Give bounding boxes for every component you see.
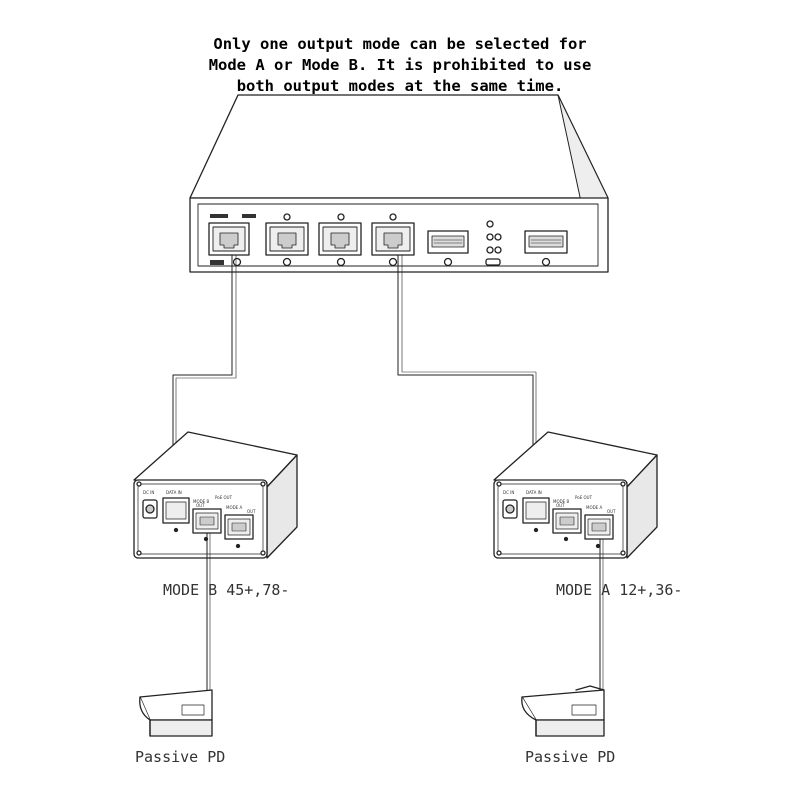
- led-icon: [336, 257, 346, 267]
- left-poe-splitter: DC IN DATA IN MODE B OUT PoE OUT MODE A …: [133, 431, 298, 559]
- network-switch: [189, 94, 609, 273]
- switch-ethernet-port-2: [265, 213, 309, 267]
- right-port-label-dc: DC IN: [503, 490, 514, 495]
- led-icon: [388, 257, 398, 267]
- switch-ethernet-port-4: [371, 213, 415, 267]
- right-port-label-poe: PoE OUT: [575, 495, 593, 500]
- right-port-label-out-a: OUT: [607, 509, 616, 514]
- led-icon: [389, 213, 397, 221]
- cable-switch-to-left-splitter: [172, 254, 233, 508]
- reset-button-icon: [485, 258, 501, 266]
- pd-cables: [206, 532, 604, 691]
- status-led-column: [485, 220, 502, 266]
- switch-top-face: [189, 94, 609, 199]
- right-port-label-mode-a: MODE A: [586, 505, 602, 510]
- left-mode-label: MODE B 45+,78-: [163, 581, 290, 599]
- switch-sfp-port-2: [524, 230, 568, 267]
- left-pd-label: Passive PD: [135, 748, 226, 766]
- right-passive-pd-camera: [521, 685, 605, 737]
- indicator-label-left: [210, 214, 228, 218]
- left-port-label-mode-a: MODE A: [226, 505, 242, 510]
- instruction-line-2: Mode A or Mode B. It is prohibited to us…: [208, 56, 592, 74]
- led-icon: [282, 257, 292, 267]
- instruction-line-1: Only one output mode can be selected for: [213, 35, 587, 53]
- port-label-tag: [210, 260, 224, 265]
- led-icon: [443, 257, 453, 267]
- right-mode-label: MODE A 12+,36-: [556, 581, 683, 599]
- led-icon: [283, 213, 291, 221]
- left-port-label-out-b: OUT: [196, 503, 205, 508]
- right-poe-splitter: DC IN DATA IN MODE B OUT PoE OUT MODE A …: [493, 431, 658, 559]
- right-pd-label: Passive PD: [525, 748, 616, 766]
- switch-ethernet-port-1: [208, 222, 250, 267]
- left-port-label-data: DATA IN: [166, 490, 182, 495]
- left-splitter-top: [133, 431, 298, 488]
- right-splitter-top: [493, 431, 658, 488]
- led-icon: [541, 257, 551, 267]
- switch-sfp-port-1: [427, 230, 469, 267]
- left-port-label-out-a: OUT: [247, 509, 256, 514]
- instruction-note: Only one output mode can be selected for…: [100, 34, 700, 97]
- indicator-label-right: [242, 214, 256, 218]
- cables: [172, 254, 537, 508]
- led-icon: [337, 213, 345, 221]
- cable-switch-to-right-splitter: [397, 254, 534, 508]
- right-port-label-data: DATA IN: [526, 490, 542, 495]
- switch-ethernet-port-3: [318, 213, 362, 267]
- left-port-label-dc: DC IN: [143, 490, 154, 495]
- right-port-label-out-b: OUT: [556, 503, 565, 508]
- instruction-line-3: both output modes at the same time.: [236, 77, 564, 95]
- right-port-label-mode-b: MODE B: [553, 499, 569, 504]
- left-passive-pd-camera: [139, 689, 213, 737]
- left-port-label-mode-b: MODE B: [193, 499, 209, 504]
- led-icon: [232, 257, 242, 267]
- left-port-label-poe: PoE OUT: [215, 495, 233, 500]
